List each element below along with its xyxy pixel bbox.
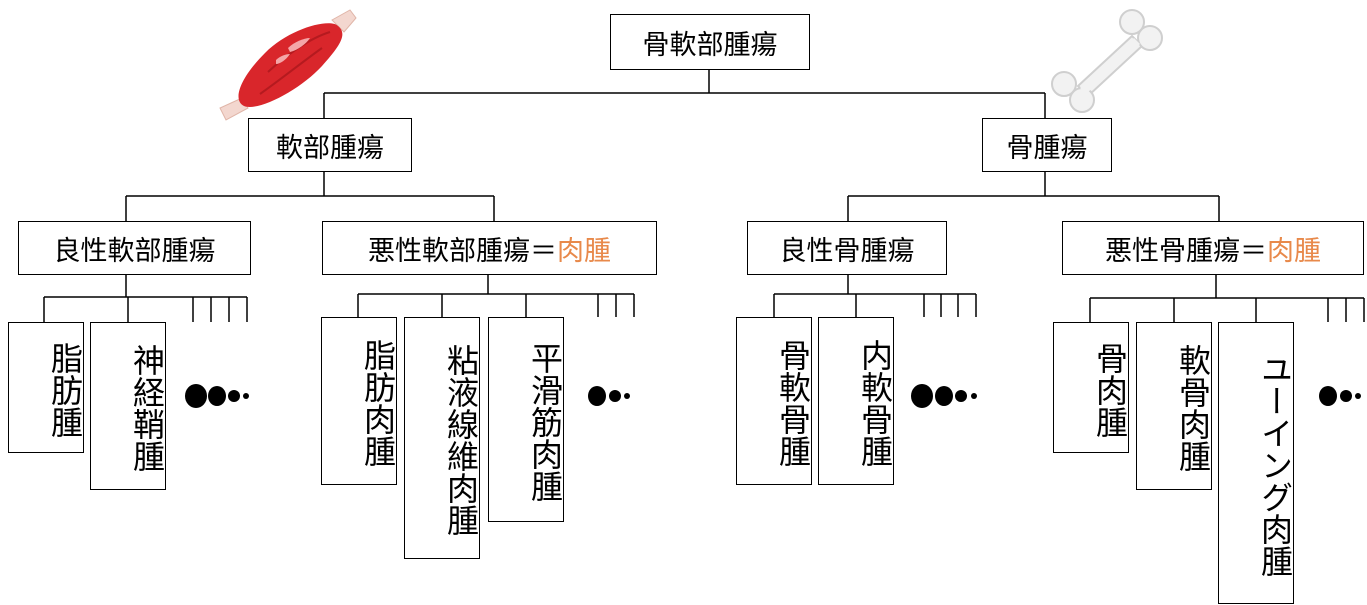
leaf-lipoma: 脂肪腫 — [8, 322, 84, 453]
benign-bone-label: 良性骨腫瘍 — [779, 235, 915, 267]
root-node: 骨軟部腫瘍 — [610, 14, 810, 70]
leaf-liposarcoma: 脂肪肉腫 — [321, 317, 397, 485]
leaf-label: 脂肪腫 — [46, 341, 84, 438]
leaf-label: 軟骨肉腫 — [1174, 344, 1212, 472]
more-items-dots — [1319, 386, 1361, 406]
bone-tumor-node: 骨腫瘍 — [982, 118, 1112, 172]
benign-soft-label: 良性軟部腫瘍 — [53, 235, 216, 267]
leaf-label: 内軟骨腫 — [856, 339, 894, 467]
malignant-bone-highlight: 肉腫 — [1267, 235, 1321, 267]
leaf-label: 粘液線維肉腫 — [442, 344, 480, 536]
bone-icon — [1051, 9, 1163, 113]
malignant-bone-label: 悪性骨腫瘍＝ — [1105, 235, 1267, 267]
more-items-dots — [588, 386, 630, 406]
leaf-osteochondroma: 骨軟骨腫 — [736, 317, 812, 485]
more-items-dots — [911, 384, 977, 408]
leaf-schwannoma: 神経鞘腫 — [90, 322, 166, 490]
leaf-myxofibrosarcoma: 粘液線維肉腫 — [404, 317, 480, 559]
leaf-label: 骨軟骨腫 — [774, 339, 812, 467]
leaf-label: ユーイング肉腫 — [1256, 353, 1294, 577]
leaf-chondrosarcoma: 軟骨肉腫 — [1136, 322, 1212, 490]
benign-bone-node: 良性骨腫瘍 — [747, 221, 947, 275]
leaf-osteosarcoma: 骨肉腫 — [1053, 322, 1129, 453]
root-label: 骨軟部腫瘍 — [642, 29, 778, 61]
leaf-ewing-sarcoma: ユーイング肉腫 — [1218, 322, 1294, 604]
leaf-label: 平滑筋肉腫 — [526, 341, 564, 502]
benign-soft-node: 良性軟部腫瘍 — [18, 221, 251, 275]
more-items-dots — [185, 384, 249, 408]
malignant-bone-node: 悪性骨腫瘍＝肉腫 — [1062, 221, 1364, 275]
malignant-soft-highlight: 肉腫 — [557, 235, 611, 267]
soft-tumor-node: 軟部腫瘍 — [248, 118, 412, 172]
leaf-leiomyosarcoma: 平滑筋肉腫 — [488, 317, 564, 522]
leaf-label: 骨肉腫 — [1091, 341, 1129, 438]
muscle-icon — [219, 9, 357, 121]
leaf-label: 神経鞘腫 — [128, 344, 166, 472]
bone-tumor-label: 骨腫瘍 — [1006, 132, 1088, 164]
soft-tumor-label: 軟部腫瘍 — [276, 132, 384, 164]
malignant-soft-label: 悪性軟部腫瘍＝ — [368, 235, 557, 267]
leaf-enchondroma: 内軟骨腫 — [818, 317, 894, 485]
leaf-label: 脂肪肉腫 — [359, 339, 397, 467]
malignant-soft-node: 悪性軟部腫瘍＝肉腫 — [322, 221, 657, 275]
